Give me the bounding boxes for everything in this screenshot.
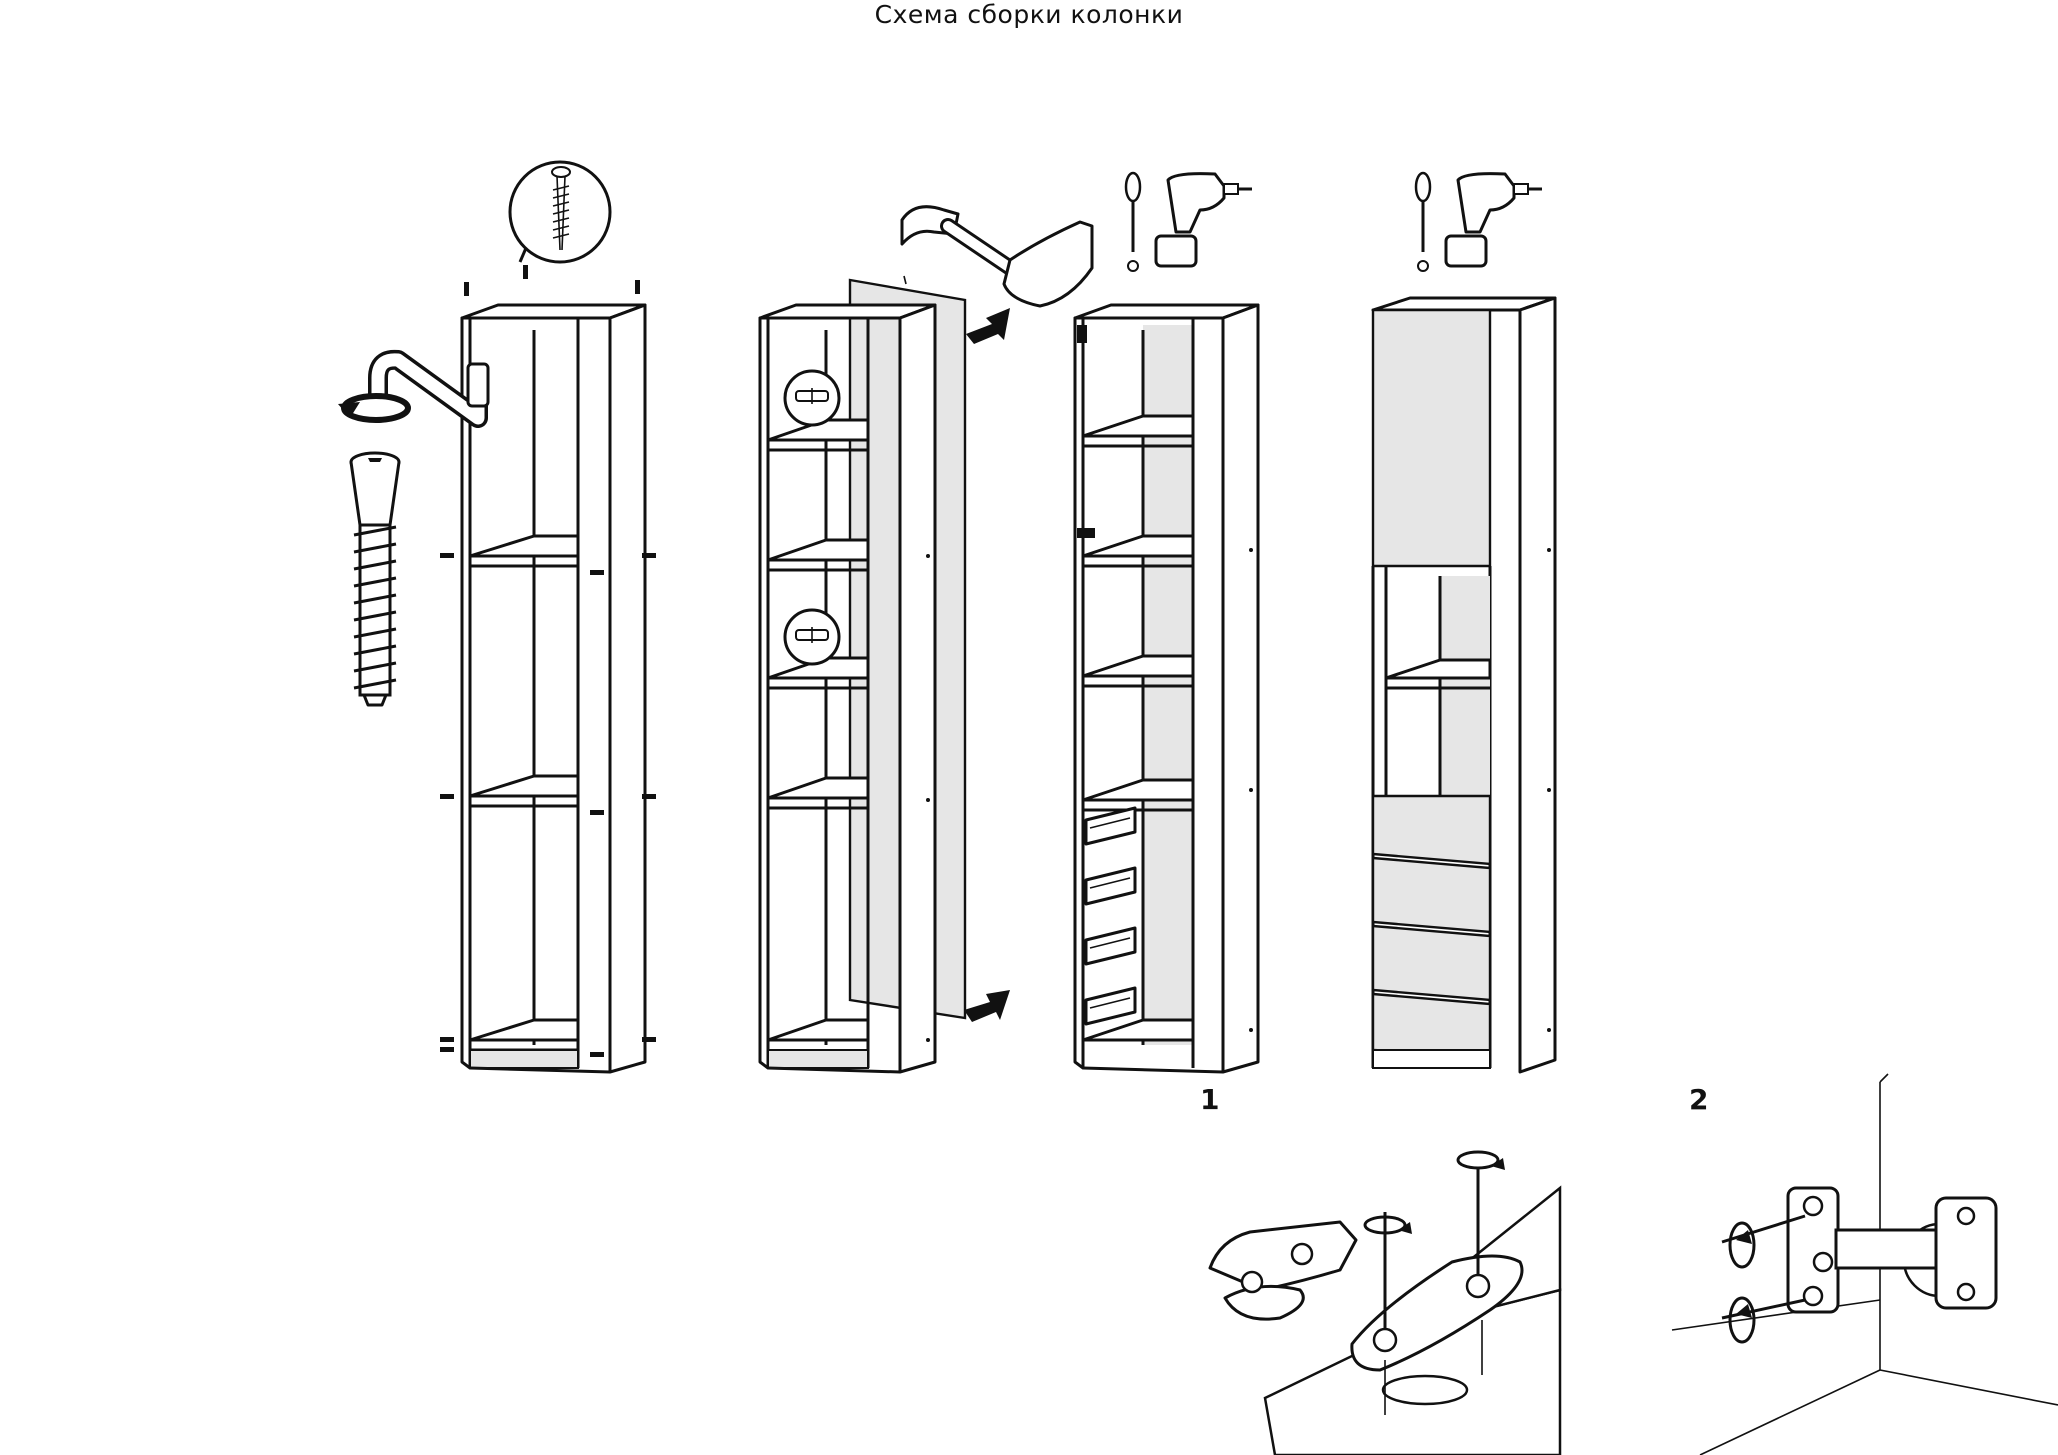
step-label-1: 1 xyxy=(1200,1083,1220,1116)
cabinet-back-panel-stage xyxy=(758,278,967,1074)
cabinet-frame xyxy=(440,265,656,1074)
dowel-detail-icon xyxy=(783,369,841,666)
page-title: Схема сборки колонки xyxy=(874,0,1184,29)
drawer-runners xyxy=(1084,806,1137,1026)
screw-detail-icon xyxy=(508,160,612,264)
cabinet-finished xyxy=(1371,296,1557,1074)
hex-key-icon xyxy=(368,349,490,428)
arrow-icon xyxy=(964,308,1010,1022)
screw-marks xyxy=(440,265,656,1057)
rotate-arrow-icon xyxy=(338,393,411,423)
hinge-plate-icon xyxy=(1208,1150,1562,1455)
confirmat-screw-icon xyxy=(349,451,401,707)
hinge-icon xyxy=(1671,1073,2058,1455)
cabinet-stage-3 xyxy=(1073,303,1260,1074)
drill-icon xyxy=(1154,172,1542,268)
screwdriver-icon xyxy=(1124,171,1432,272)
hammer-icon xyxy=(900,205,1094,308)
step-label-2: 2 xyxy=(1689,1083,1709,1116)
